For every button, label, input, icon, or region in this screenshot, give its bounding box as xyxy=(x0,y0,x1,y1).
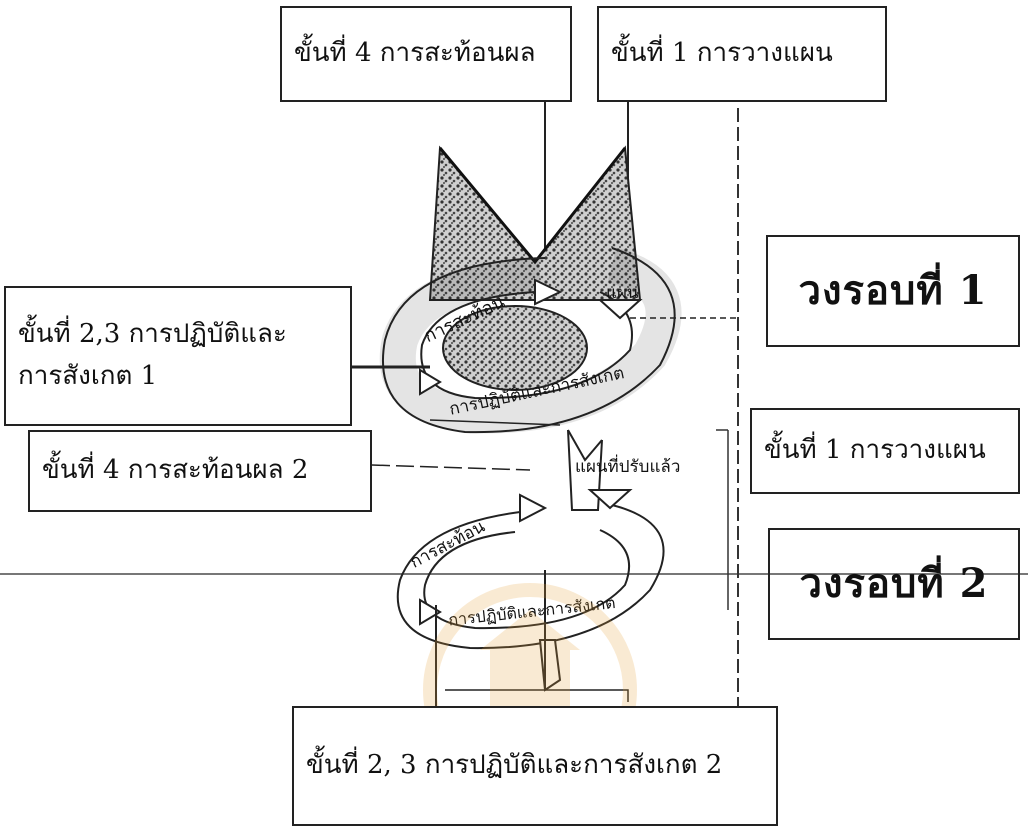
lower-spiral-ring xyxy=(396,489,665,692)
step4-reflection-top-label: ขั้นที่ 4 การสะท้อนผล xyxy=(294,38,536,69)
spiral-label-act-observe-2: การปฏิบัติและการสังเกต xyxy=(447,593,616,629)
spiral-label-plan-1: แผน xyxy=(606,283,639,303)
step4-reflection-2-box: ขั้นที่ 4 การสะท้อนผล 2 xyxy=(28,430,372,512)
spiral-label-reflect-2: การสะท้อน xyxy=(407,516,489,572)
step23-act-observe-2-label: ขั้นที่ 2, 3 การปฏิบัติและการสังเกต 2 xyxy=(306,750,723,781)
connector-left-step4 xyxy=(371,464,531,471)
spiral-label-revised-plan: แผนที่ปรับแล้ว xyxy=(575,454,680,477)
round-2-box: วงรอบที่ 2 xyxy=(768,528,1020,640)
round-1-title: วงรอบที่ 1 xyxy=(798,267,988,314)
upper-spiral-ring xyxy=(379,247,682,434)
step23-line2: การสังเกต 1 xyxy=(18,361,158,391)
step1-planning-right-box: ขั้นที่ 1 การวางแผน xyxy=(750,408,1020,494)
step4-reflection-top-box: ขั้นที่ 4 การสะท้อนผล xyxy=(280,6,572,102)
round-2-title: วงรอบที่ 2 xyxy=(799,560,989,607)
step1-planning-top-label: ขั้นที่ 1 การวางแผน xyxy=(611,38,833,69)
step23-line1: ขั้นที่ 2,3 การปฏิบัติและ xyxy=(18,319,287,350)
step23-act-observe-1-box: ขั้นที่ 2,3 การปฏิบัติและ การสังเกต 1 xyxy=(4,286,352,426)
step23-act-observe-2-box: ขั้นที่ 2, 3 การปฏิบัติและการสังเกต 2 xyxy=(292,706,778,826)
round-1-box: วงรอบที่ 1 xyxy=(766,235,1020,347)
step1-planning-top-box: ขั้นที่ 1 การวางแผน xyxy=(597,6,887,102)
step4-reflection-2-label: ขั้นที่ 4 การสะท้อนผล 2 xyxy=(42,455,309,486)
step1-planning-right-label: ขั้นที่ 1 การวางแผน xyxy=(764,435,986,466)
